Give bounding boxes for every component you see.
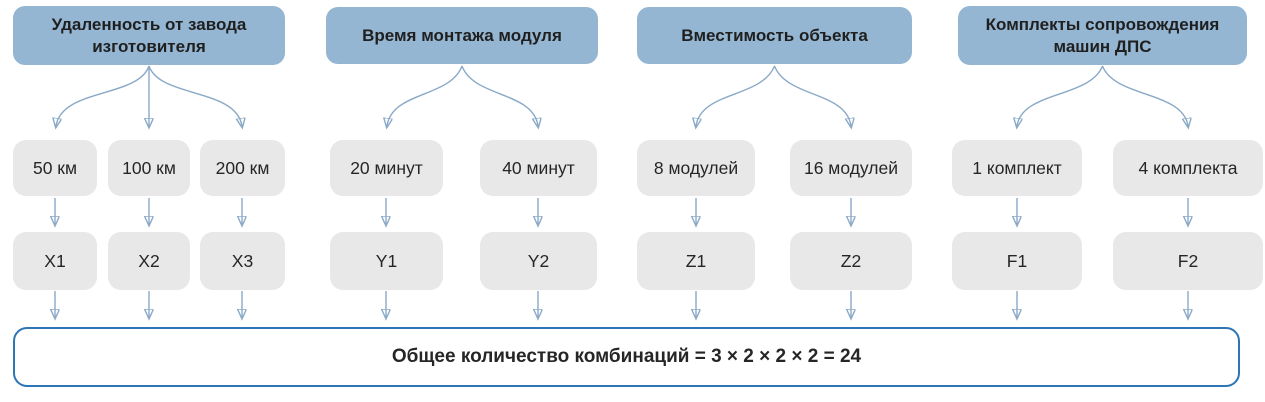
code-box: F1 xyxy=(952,232,1082,290)
option-box: 1 комплект xyxy=(952,140,1082,196)
option-box: 50 км xyxy=(13,140,97,196)
option-box: 20 минут xyxy=(330,140,443,196)
factor-header-capacity: Вместимость объекта xyxy=(637,7,912,64)
total-combinations-bar: Общее количество комбинаций = 3 × 2 × 2 … xyxy=(13,327,1240,387)
code-box: X1 xyxy=(13,232,97,290)
option-box: 16 модулей xyxy=(790,140,912,196)
option-box: 8 модулей xyxy=(637,140,755,196)
option-box: 100 км xyxy=(108,140,190,196)
option-box: 40 минут xyxy=(480,140,597,196)
code-box: X3 xyxy=(200,232,285,290)
code-box: Z1 xyxy=(637,232,755,290)
code-box: X2 xyxy=(108,232,190,290)
option-box: 4 комплекта xyxy=(1113,140,1263,196)
code-box: Y2 xyxy=(480,232,597,290)
factor-header-install-time: Время монтажа модуля xyxy=(326,7,598,64)
factor-header-escort-kits: Комплекты сопровождения машин ДПС xyxy=(958,6,1247,65)
option-box: 200 км xyxy=(200,140,285,196)
code-box: F2 xyxy=(1113,232,1263,290)
code-box: Z2 xyxy=(790,232,912,290)
factor-header-distance: Удаленность от завода изготовителя xyxy=(13,6,285,65)
code-box: Y1 xyxy=(330,232,443,290)
